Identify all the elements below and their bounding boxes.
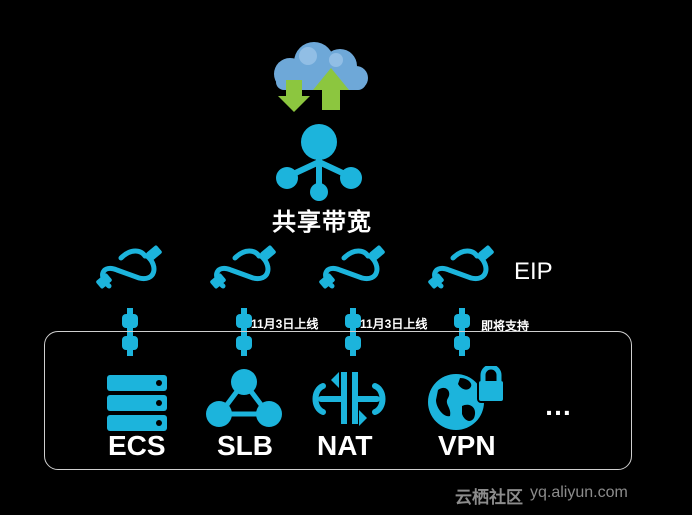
service-label-slb: SLB (217, 430, 273, 461)
eip-link-icon (210, 245, 276, 289)
shared-bandwidth-hub-icon (276, 124, 362, 201)
connector-plug-icon (236, 308, 252, 356)
watermark-site-name: 云栖社区 (455, 488, 523, 507)
connector-plug-icon (454, 308, 470, 356)
vpn-globe-lock-icon (428, 366, 505, 430)
service-label-ecs: ECS (108, 430, 166, 461)
link-note: 11月3日上线 (251, 317, 319, 331)
nat-gateway-icon (312, 372, 386, 426)
service-label-vpn: VPN (438, 430, 496, 461)
service-label-nat: NAT (317, 430, 373, 461)
connector-plug-icon (345, 308, 361, 356)
watermark: 云栖社区 yq.aliyun.com (455, 482, 685, 507)
services-frame (44, 331, 632, 470)
server-stack-icon (107, 375, 167, 431)
cloud-sync-icon (274, 42, 368, 112)
watermark-url: yq.aliyun.com (530, 484, 628, 501)
eip-link-icon (319, 245, 385, 289)
eip-label: EIP (514, 258, 553, 285)
connector-plug-icon (122, 308, 138, 356)
eip-link-icon (428, 245, 494, 289)
link-note: 11月3日上线 (360, 317, 428, 331)
more-services-ellipsis: … (544, 390, 576, 421)
shared-bandwidth-label: 共享带宽 (272, 209, 372, 236)
link-note: 即将支持 (481, 319, 530, 333)
load-balancer-icon (206, 369, 282, 427)
eip-link-icon (96, 245, 162, 289)
